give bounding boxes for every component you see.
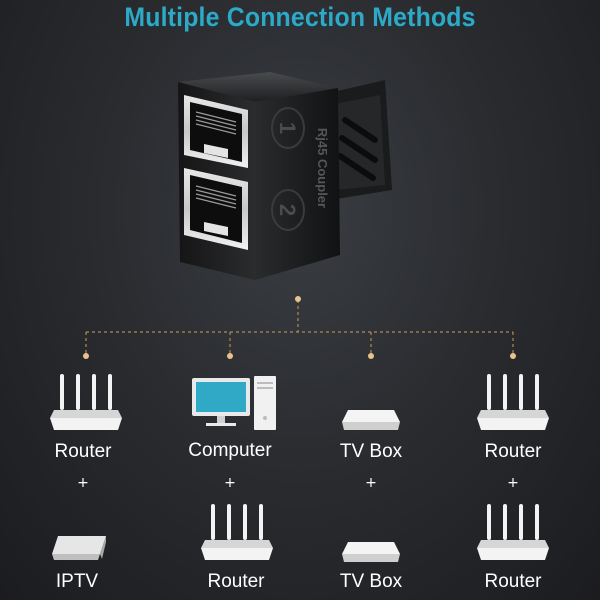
tv-box-icon: [342, 542, 400, 562]
connector-dot: [368, 353, 374, 359]
router-icon: [50, 374, 122, 430]
device-label: Computer: [188, 440, 272, 461]
port-2-number: 2: [275, 204, 300, 216]
device-label: Router: [207, 571, 265, 592]
port-1: [184, 95, 248, 168]
device-label: Router: [484, 441, 542, 462]
device-label: Router: [54, 441, 112, 462]
plus-sign: +: [365, 475, 377, 491]
device-label: Router: [484, 571, 542, 592]
router-icon: [477, 504, 549, 560]
port-2: [184, 168, 248, 250]
page-title: Multiple Connection Methods: [124, 2, 476, 32]
plus-sign: +: [77, 475, 89, 491]
device-label: TV Box: [339, 571, 403, 592]
device-label: TV Box: [339, 441, 403, 462]
tv-box-icon: [342, 410, 400, 430]
connector-dot: [227, 353, 233, 359]
coupler-label: Rj45 Coupler: [315, 128, 330, 208]
router-icon: [477, 374, 549, 430]
plus-sign: +: [507, 475, 519, 491]
device-label: IPTV: [55, 571, 99, 592]
computer-icon: [192, 376, 276, 430]
router-icon: [201, 504, 273, 560]
rj45-coupler-image: 1 2 Rj45 Coupler: [178, 72, 392, 280]
plus-sign: +: [224, 475, 236, 491]
iptv-box-icon: [52, 536, 106, 560]
connector-dot: [83, 353, 89, 359]
connector-dot: [510, 353, 516, 359]
port-1-number: 1: [275, 122, 300, 134]
